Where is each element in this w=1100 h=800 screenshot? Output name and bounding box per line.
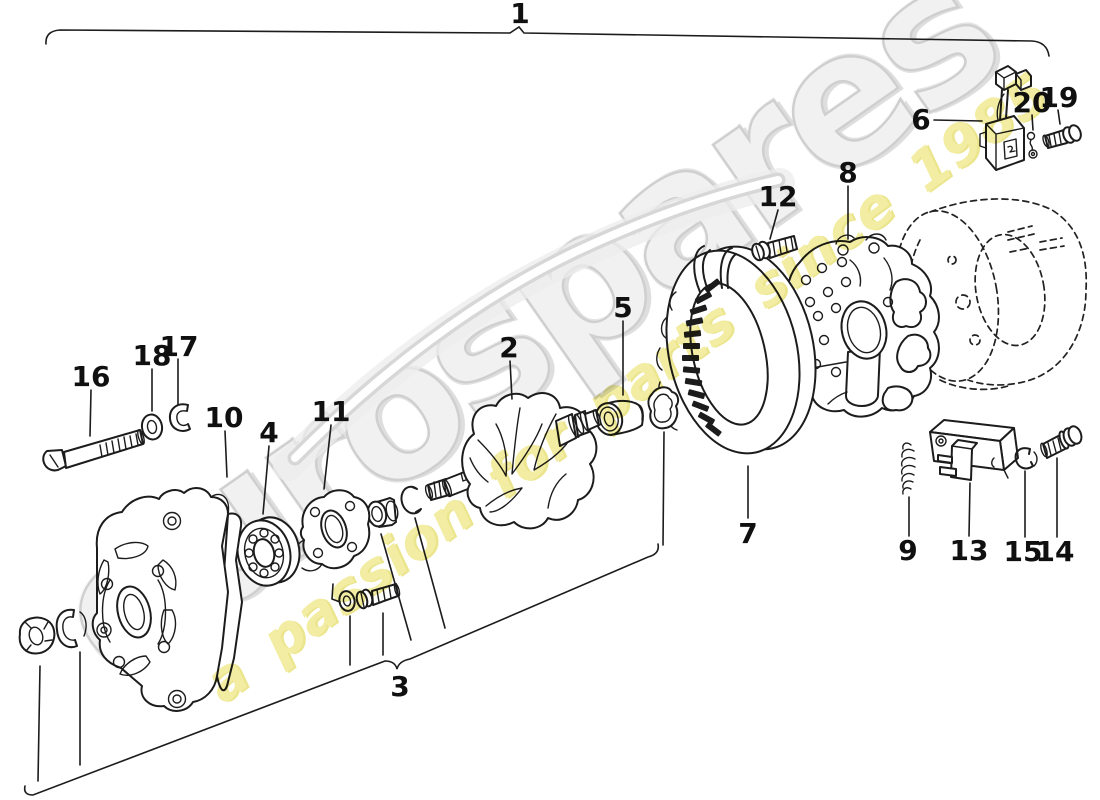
front-bearing-plate-drawing <box>91 487 243 712</box>
brush-holder-drawing <box>979 65 1032 171</box>
stator-drawing <box>656 245 817 455</box>
retainer-plate-drawing <box>295 489 371 572</box>
callout-4: 4 <box>259 416 278 449</box>
spacer-collar-drawing <box>366 497 399 528</box>
callout-8: 8 <box>838 156 857 189</box>
callout-13: 13 <box>950 534 989 567</box>
callout-20: 20 <box>1013 86 1052 119</box>
screw-19-drawing <box>1042 124 1082 149</box>
plate10-cooling-slots <box>97 541 177 676</box>
bearing-balls <box>244 528 284 578</box>
callout-19: 19 <box>1040 81 1079 114</box>
callout-10: 10 <box>205 401 244 434</box>
spring-drawing <box>900 442 916 495</box>
callout-11: 11 <box>312 395 351 428</box>
callout-16: 16 <box>72 360 111 393</box>
housing-dashed-drawing <box>894 198 1088 391</box>
shaft-nut-drawing <box>18 616 56 655</box>
callout-14: 14 <box>1036 535 1075 568</box>
rear-bearing-plate-drawing <box>783 233 940 418</box>
group3-leader-lines <box>37 431 665 782</box>
washer-18-drawing <box>140 413 164 441</box>
callout-12: 12 <box>759 180 798 213</box>
callout-1: 1 <box>510 0 529 30</box>
stator-laminations <box>682 278 722 437</box>
callout-18: 18 <box>133 339 172 372</box>
callout-5: 5 <box>613 291 632 324</box>
callout-9: 9 <box>898 534 917 567</box>
shaft-lockwasher-drawing <box>55 608 87 649</box>
through-bolt-drawing <box>42 429 145 472</box>
callout-17: 17 <box>160 330 199 363</box>
lockwasher-17-drawing <box>168 403 191 432</box>
rear-bearing-drawing <box>594 399 644 436</box>
pin-20-drawing <box>1026 131 1038 159</box>
regulator-drawing <box>929 419 1019 481</box>
callout-7: 7 <box>738 517 757 550</box>
group-bracket-1 <box>45 25 1050 57</box>
group-bracket-3 <box>23 543 660 796</box>
bolt-14-drawing <box>1040 425 1083 459</box>
plate-washer-drawing <box>338 590 356 612</box>
swoosh-graphic <box>273 168 795 481</box>
rotor-drawing <box>424 392 602 530</box>
retainer-kidney-drawing <box>647 386 680 430</box>
callout-labels: 1 2 3 4 5 6 7 8 9 10 11 12 13 14 15 16 1… <box>72 0 1079 703</box>
circlip-drawing <box>400 485 422 515</box>
callout-3: 3 <box>390 670 409 703</box>
callout-2: 2 <box>499 331 518 364</box>
screw-12-drawing <box>751 235 798 262</box>
callout-15: 15 <box>1004 535 1043 568</box>
leader-lines <box>89 109 1061 538</box>
locknut-15-drawing <box>1014 447 1038 470</box>
callout-6: 6 <box>911 103 930 136</box>
front-bearing-drawing <box>236 516 301 587</box>
